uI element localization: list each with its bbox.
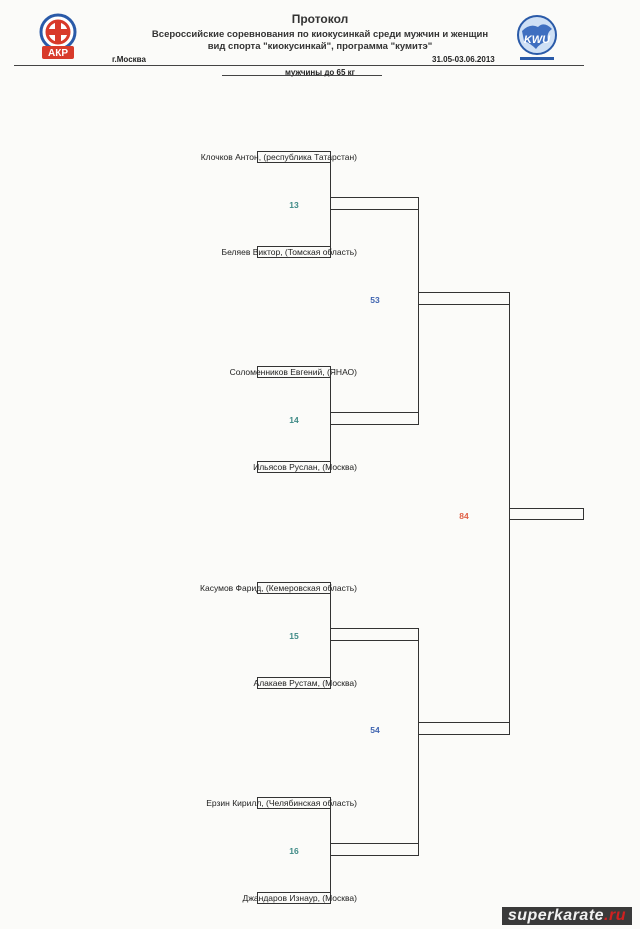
participant-slot-6 [257, 677, 331, 689]
participant-slot-8 [257, 892, 331, 904]
header-divider [14, 65, 584, 66]
participant-slot-1 [257, 151, 331, 163]
fight-number: 15 [289, 631, 299, 641]
participant-slot-3 [257, 366, 331, 378]
participant-name: Соломенников Евгений, (ЯНАО) [229, 367, 357, 377]
competition-name: Всероссийские соревнования по киокусинка… [151, 29, 489, 40]
participant-name: Джандаров Изнаур, (Москва) [242, 893, 357, 903]
dates: 31.05-03.06.2013 [432, 55, 495, 64]
kwu-logo-text: KWU [524, 34, 551, 46]
participant-name: Беляев Виктор, (Томская область) [221, 247, 357, 257]
bracket-connector [418, 641, 419, 844]
akr-logo-text: АКР [48, 48, 68, 59]
fight-number: 53 [370, 295, 380, 305]
akr-logo: АКР [36, 13, 80, 63]
sport-program: вид спорта "киокусинкай", программа "кум… [207, 41, 433, 52]
site-watermark: superkarate.ru [501, 907, 632, 925]
participant-slot-5 [257, 582, 331, 594]
category-underline [222, 75, 382, 76]
fight-number: 16 [289, 846, 299, 856]
participant-slot-4 [257, 461, 331, 473]
fight-result-slot-15 [330, 628, 419, 641]
participant-name: Касумов Фарид, (Кемеровская область) [200, 583, 357, 593]
final-result-slot [509, 508, 584, 520]
bracket-connector [418, 210, 419, 413]
participant-name: Клочков Антон, (республика Татарстан) [200, 152, 357, 162]
fight-result-slot-16 [330, 843, 419, 856]
fight-number: 54 [370, 725, 380, 735]
weight-category: мужчины до 65 кг [285, 68, 355, 77]
participant-name: Ильясов Руслан, (Москва) [253, 462, 357, 472]
fight-result-slot-54 [418, 722, 510, 735]
watermark-main: superkarate [507, 907, 605, 924]
participant-slot-7 [257, 797, 331, 809]
page-title: Протокол [291, 12, 349, 26]
kwu-logo: KWU [512, 13, 562, 63]
city: г.Москва [112, 55, 146, 64]
fight-number: 14 [289, 415, 299, 425]
fight-result-slot-53 [418, 292, 510, 305]
participant-name: Алакаев Рустам, (Москва) [253, 678, 357, 688]
participant-slot-2 [257, 246, 331, 258]
final-fight-number: 84 [459, 511, 469, 521]
fight-result-slot-14 [330, 412, 419, 425]
fight-number: 13 [289, 200, 299, 210]
watermark-tld: .ru [604, 907, 626, 924]
fight-result-slot-13 [330, 197, 419, 210]
participant-name: Ерзин Кирилл, (Челябинская область) [206, 798, 357, 808]
